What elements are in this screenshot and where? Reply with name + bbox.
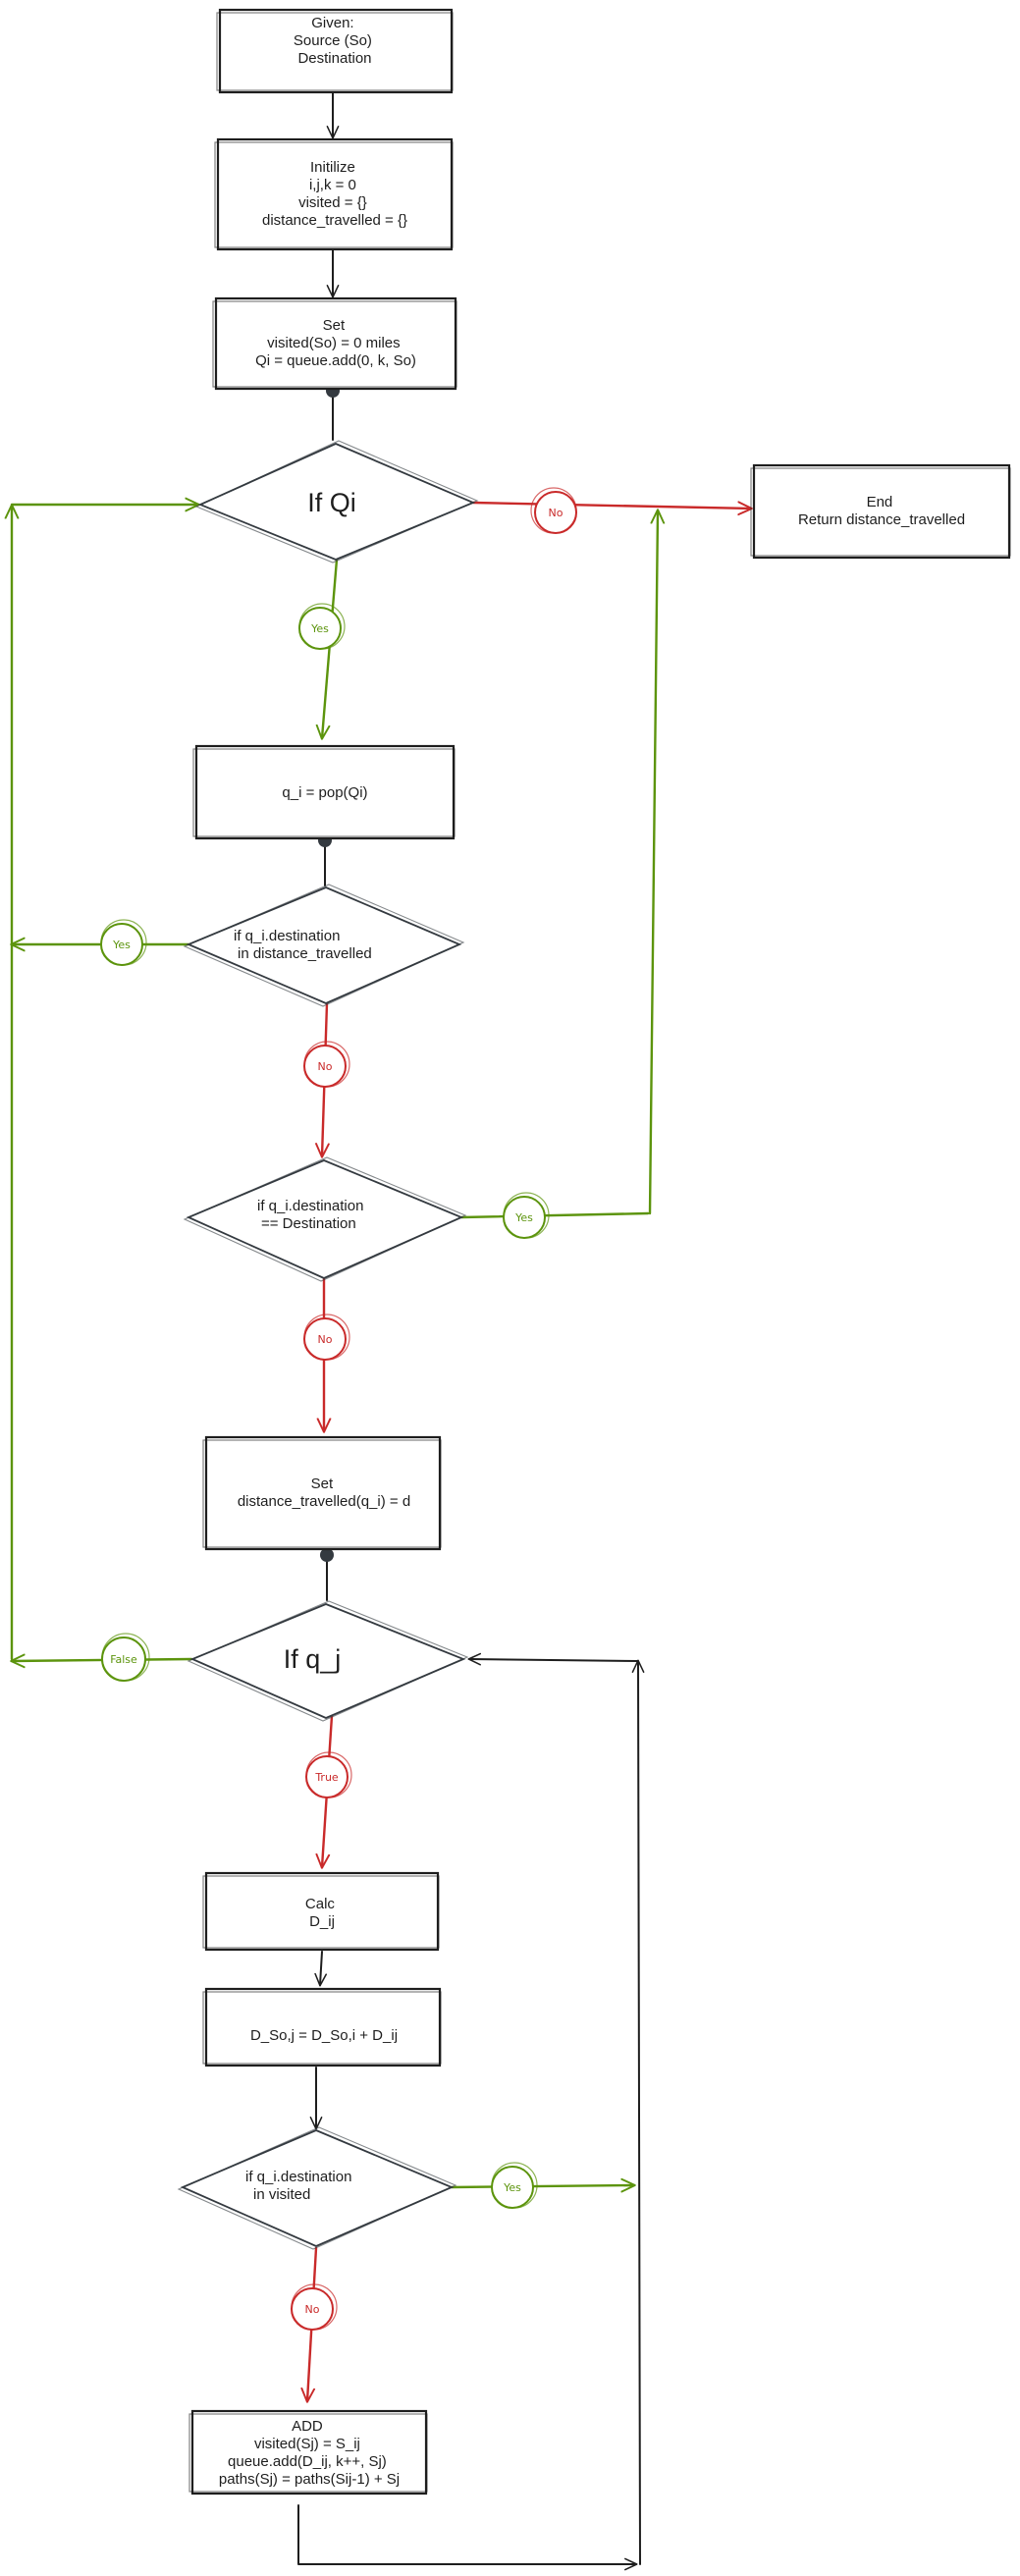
- node-given: Given: Source (So) Destination: [216, 8, 454, 94]
- label-dist-no: No: [303, 1041, 350, 1088]
- label-qi-no: No: [530, 487, 577, 534]
- add-line-4: paths(Sj) = paths(Sij-1) + Sj: [219, 2471, 400, 2488]
- node-end: End Return distance_travelled: [750, 463, 1011, 560]
- node-if-qi: If Qi: [194, 440, 479, 564]
- end-line-1: End: [867, 494, 893, 510]
- svg-text:if q_i.destination == De: if q_i.destination == Destination: [257, 1198, 368, 1232]
- edge-set2-dot: [320, 1548, 334, 1562]
- calc-line-2: D_ij: [309, 1913, 335, 1930]
- dsum-text: D_So,j = D_So,i + D_ij: [250, 2027, 398, 2044]
- svg-text:ADD visited(Sj) = S_ij: ADD visited(Sj) = S_ij queue.add(D_ij, k…: [219, 2418, 400, 2488]
- label-qj-false: False: [101, 1633, 150, 1682]
- svg-text:Calc D_ij: Calc D_ij: [305, 1896, 339, 1930]
- svg-text:Initilize i,j,k = 0: Initilize i,j,k = 0 visited = {} distanc…: [262, 159, 407, 229]
- svg-text:End Return distance_trav: End Return distance_travelled: [798, 494, 965, 528]
- given-line-2: Source (So): [294, 32, 372, 49]
- set1-line-3: Qi = queue.add(0, k, So): [255, 352, 416, 369]
- edge-calc-dsum: [320, 1951, 322, 1985]
- node-check-dist: if q_i.destination in distance_travelled: [183, 884, 465, 1007]
- init-line-4: distance_travelled = {}: [262, 212, 407, 229]
- svg-text:Set distance_travelled(q: Set distance_travelled(q_i) = d: [238, 1476, 410, 1510]
- svg-text:Set visited(So) = 0 mile: Set visited(So) = 0 miles Qi = queue.add…: [255, 317, 416, 369]
- set2-line-2: distance_travelled(q_i) = d: [238, 1493, 410, 1510]
- node-init: Initilize i,j,k = 0 visited = {} distanc…: [214, 137, 454, 251]
- init-line-2: i,j,k = 0: [309, 177, 356, 193]
- init-line-3: visited = {}: [298, 194, 367, 211]
- node-set1: Set visited(So) = 0 miles Qi = queue.add…: [212, 296, 457, 391]
- add-line-2: visited(Sj) = S_ij: [254, 2436, 360, 2452]
- label-qj-true: True: [305, 1751, 352, 1798]
- node-calc: Calc D_ij: [202, 1871, 440, 1952]
- check-visited-line-1: if q_i.destination: [245, 2169, 351, 2185]
- edge-right-rail: [648, 510, 658, 1215]
- svg-text:if q_i.destination in di: if q_i.destination in distance_travelled: [234, 928, 372, 962]
- set2-line-1: Set: [311, 1476, 334, 1492]
- check-dest-line-2: == Destination: [261, 1215, 356, 1232]
- svg-text:No: No: [549, 507, 564, 519]
- label-visited-no: No: [291, 2283, 338, 2331]
- label-dest-yes: Yes: [503, 1192, 550, 1239]
- edge-checkvisited-rail: [450, 2185, 634, 2187]
- svg-text:True: True: [314, 1771, 339, 1784]
- svg-text:No: No: [305, 2303, 320, 2316]
- check-dist-line-2: in distance_travelled: [238, 945, 372, 962]
- node-set2: Set distance_travelled(q_i) = d: [202, 1435, 442, 1551]
- svg-text:Given: Source (So): Given: Source (So) Destination: [294, 15, 376, 67]
- node-pop: q_i = pop(Qi): [192, 744, 456, 840]
- calc-line-1: Calc: [305, 1896, 336, 1912]
- node-if-qj: If q_j: [187, 1600, 469, 1722]
- edge-rail-ifqj: [469, 1659, 639, 1661]
- label-visited-yes: Yes: [491, 2162, 538, 2209]
- node-add: ADD visited(Sj) = S_ij queue.add(D_ij, k…: [188, 2409, 428, 2496]
- given-line-1: Given:: [311, 15, 353, 31]
- svg-text:No: No: [318, 1060, 333, 1073]
- check-visited-line-2: in visited: [253, 2186, 310, 2203]
- check-dist-line-1: if q_i.destination: [234, 928, 340, 944]
- node-check-visited: if q_i.destination in visited: [177, 2126, 457, 2250]
- given-line-3: Destination: [297, 50, 371, 67]
- set1-line-1: Set: [323, 317, 346, 334]
- end-line-2: Return distance_travelled: [798, 511, 965, 528]
- if-qj-text: If q_j: [284, 1644, 342, 1674]
- svg-text:Yes: Yes: [310, 622, 329, 635]
- check-dest-line-1: if q_i.destination: [257, 1198, 363, 1214]
- svg-text:if q_i.destination in vi: if q_i.destination in visited: [245, 2169, 356, 2203]
- edge-ifqi-end: [471, 503, 751, 509]
- label-dest-no: No: [303, 1314, 350, 1361]
- edge-checkdest-right: [459, 1211, 650, 1219]
- label-dist-yes: Yes: [100, 919, 147, 966]
- edge-add-down: [297, 2504, 636, 2564]
- svg-text:False: False: [110, 1653, 137, 1666]
- set1-line-2: visited(So) = 0 miles: [267, 335, 400, 351]
- svg-text:No: No: [318, 1333, 333, 1346]
- edge-right-black-rail: [638, 1661, 640, 2565]
- label-qi-yes: Yes: [298, 603, 346, 650]
- add-line-3: queue.add(D_ij, k++, Sj): [228, 2453, 387, 2470]
- svg-text:Yes: Yes: [514, 1211, 533, 1224]
- svg-text:Yes: Yes: [112, 939, 131, 951]
- init-line-1: Initilize: [310, 159, 355, 176]
- pop-text: q_i = pop(Qi): [282, 784, 367, 801]
- node-dsum: D_So,j = D_So,i + D_ij: [202, 1987, 442, 2067]
- if-qi-text: If Qi: [307, 488, 356, 517]
- add-line-1: ADD: [292, 2418, 323, 2435]
- node-check-dest: if q_i.destination == Destination: [183, 1156, 467, 1282]
- edge-ifqi-pop: [322, 558, 339, 738]
- svg-text:Yes: Yes: [503, 2181, 521, 2194]
